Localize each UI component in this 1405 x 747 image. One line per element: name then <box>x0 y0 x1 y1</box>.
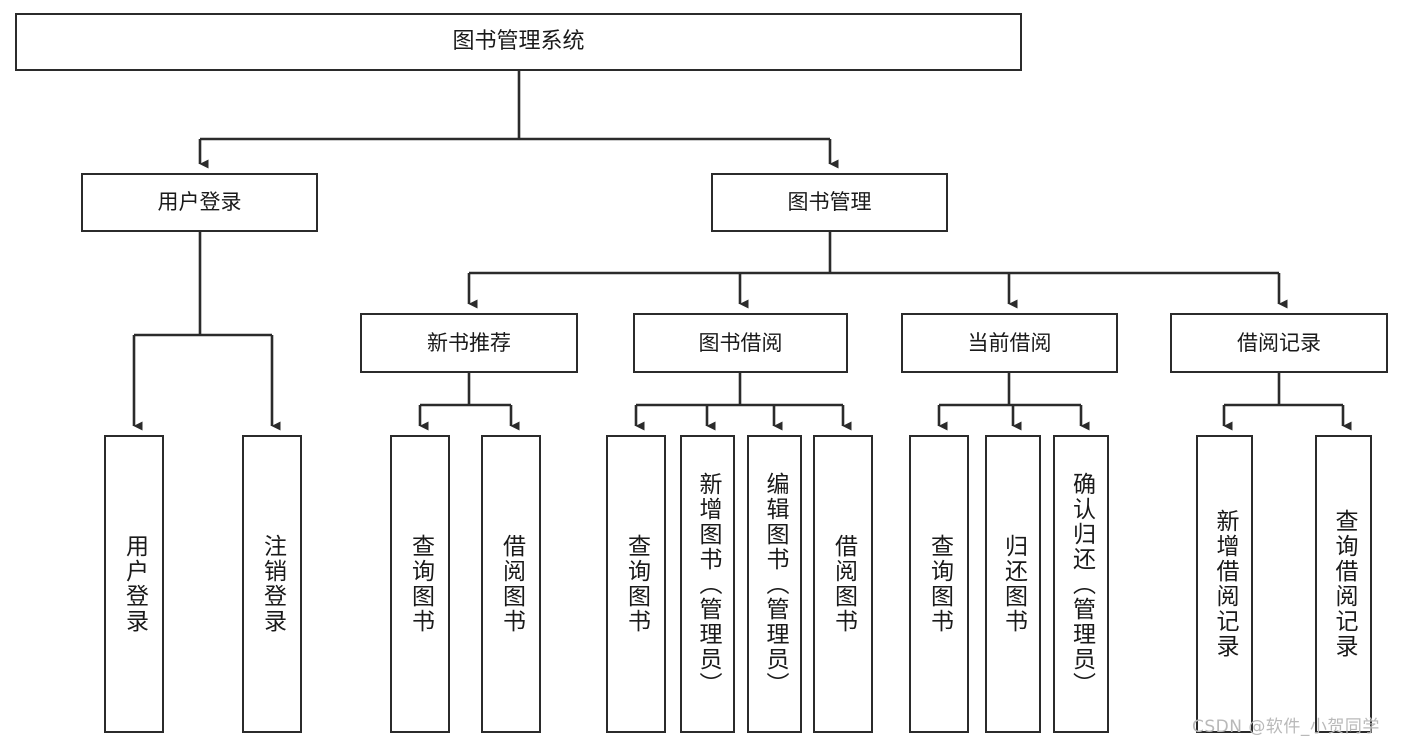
node-current-borrow-label: 当前借阅 <box>967 330 1052 355</box>
leaf-borrow-books-recommend[interactable]: 借阅图书 <box>481 435 541 733</box>
node-current-borrow[interactable]: 当前借阅 <box>901 313 1118 373</box>
edges-login-to-leaves <box>132 232 281 431</box>
leaf-edit-book-admin[interactable]: 编辑图书（管理员） <box>747 435 802 733</box>
leaf-add-borrow-record-label: 新增借阅记录 <box>1212 509 1238 659</box>
node-book-management-label: 图书管理 <box>787 190 872 215</box>
leaf-confirm-return-admin-label: 确认归还（管理员） <box>1068 471 1095 697</box>
leaf-query-books-current-label: 查询图书 <box>926 534 953 634</box>
leaf-return-books-label: 归还图书 <box>1000 534 1027 634</box>
edges-root-to-tier2 <box>198 71 839 169</box>
leaf-logout-label: 注销登录 <box>259 534 286 634</box>
leaf-query-books-borrow-label: 查询图书 <box>623 534 650 634</box>
node-book-borrow-label: 图书借阅 <box>698 330 783 355</box>
leaf-edit-book-admin-label: 编辑图书（管理员） <box>762 471 788 697</box>
node-borrow-records-label: 借阅记录 <box>1237 330 1321 355</box>
leaf-borrow-books-borrow-label: 借阅图书 <box>830 534 857 634</box>
node-new-book-recommend[interactable]: 新书推荐 <box>360 313 578 373</box>
leaf-add-book-admin[interactable]: 新增图书（管理员） <box>680 435 735 733</box>
leaf-query-borrow-record[interactable]: 查询借阅记录 <box>1315 435 1372 733</box>
node-root-system-label: 图书管理系统 <box>452 29 585 55</box>
node-root-system[interactable]: 图书管理系统 <box>15 13 1022 71</box>
node-new-book-recommend-label: 新书推荐 <box>427 330 511 355</box>
edges-newbook-to-leaves <box>418 373 520 431</box>
leaf-query-books-recommend[interactable]: 查询图书 <box>390 435 450 733</box>
leaf-query-books-recommend-label: 查询图书 <box>407 534 434 634</box>
node-user-login-label: 用户登录 <box>157 190 242 215</box>
leaf-borrow-books-recommend-label: 借阅图书 <box>498 534 525 634</box>
leaf-return-books[interactable]: 归还图书 <box>985 435 1041 733</box>
node-borrow-records[interactable]: 借阅记录 <box>1170 313 1388 373</box>
leaf-borrow-books-borrow[interactable]: 借阅图书 <box>813 435 873 733</box>
edges-bookmgmt-to-tier3 <box>467 232 1288 309</box>
edges-borrow-to-leaves <box>634 373 852 431</box>
leaf-confirm-return-admin[interactable]: 确认归还（管理员） <box>1053 435 1109 733</box>
edges-records-to-leaves <box>1222 373 1352 431</box>
leaf-user-login[interactable]: 用户登录 <box>104 435 164 733</box>
leaf-user-login-label: 用户登录 <box>121 534 148 634</box>
leaf-add-borrow-record[interactable]: 新增借阅记录 <box>1196 435 1253 733</box>
edges-current-to-leaves <box>937 373 1090 431</box>
node-book-management[interactable]: 图书管理 <box>711 173 948 232</box>
node-user-login[interactable]: 用户登录 <box>81 173 318 232</box>
leaf-add-book-admin-label: 新增图书（管理员） <box>695 471 721 697</box>
leaf-query-books-borrow[interactable]: 查询图书 <box>606 435 666 733</box>
leaf-logout[interactable]: 注销登录 <box>242 435 302 733</box>
node-book-borrow[interactable]: 图书借阅 <box>633 313 848 373</box>
leaf-query-borrow-record-label: 查询借阅记录 <box>1331 509 1357 659</box>
leaf-query-books-current[interactable]: 查询图书 <box>909 435 969 733</box>
